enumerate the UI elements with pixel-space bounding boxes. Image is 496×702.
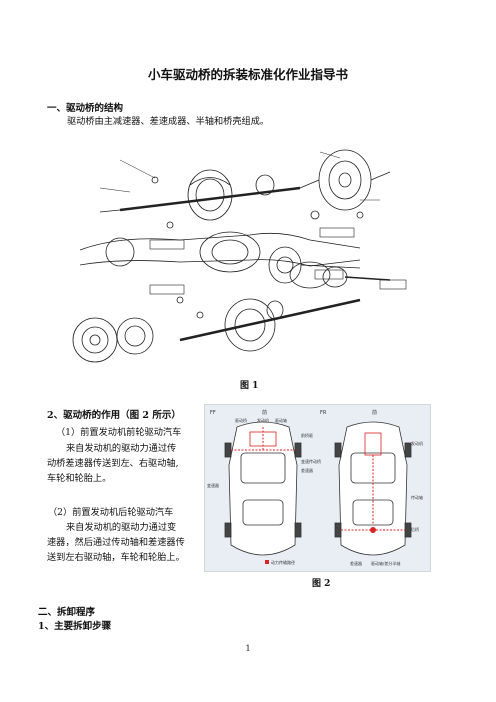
p1-line-2: 动桥差速器传送到左、右驱动轴, [47,458,179,469]
fig2-fr-label: FR [320,410,327,416]
figure2-caption: 图 2 [312,579,331,589]
figure2-drivetrain-diagram: FF FR 前 前 驱动桥 发动机 驱动轴 前桥驱 变速传动桥 差速器 变速器 [204,404,431,572]
fig2-front2: 前 [372,409,377,416]
section1-text: 驱动桥由主减速器、差速成器、半轴和桥壳组成。 [67,116,270,127]
fig2-propeller: 传动轴 [411,494,423,500]
fig2-drive-axle1: 驱动轴 [275,417,287,423]
p2-line-1: 来自发动机的驱动力通过变 [66,522,177,533]
fig2-legend: 动力传输路径 [271,559,295,565]
fig2-front1: 前 [262,409,267,416]
page-number: 1 [245,644,251,653]
fig2-diff1: 差速器 [301,467,313,473]
fig2-rear-axle: 后桥 [411,526,419,532]
section3-subheading: 1、主要拆卸步骤 [38,621,112,632]
p1-line-3: 车轮和轮胎上。 [47,473,112,484]
fig2-axle-shaft: 驱动轴/差分半轴 [371,560,400,566]
fig2-engine1: 发动机 [257,417,269,423]
p1-title: （1）前置发动机前轮驱动汽车 [56,427,182,438]
p2-line-3: 送到左右驱动轴，车轮和轮胎上。 [47,552,185,563]
page-title: 小车驱动桥的拆装标准化作业指导书 [147,67,348,82]
fig2-diff2: 差速器 [350,560,362,566]
section1-heading: 一、驱动桥的结构 [47,103,124,114]
fig2-drive-shaft: 驱动桥 [235,417,247,423]
fig2-transaxle: 变速传动桥 [301,458,321,464]
figure1-caption: 图 1 [240,381,259,391]
p2-line-2: 速器，然后通过传动轴和差速器传 [47,537,185,548]
p2-title: （2）前置发动机后轮驱动汽车 [48,507,174,518]
section3-heading: 二、拆卸程序 [38,607,96,618]
section2-heading: 2、驱动桥的作用（图 2 所示） [47,410,181,421]
p1-line-1: 来自发动机的驱动力通过传 [66,443,177,454]
fig2-engine2: 发动机 [411,440,423,446]
fig2-transmission: 变速器 [207,482,219,488]
figure1-exploded-drawing [60,140,410,372]
fig2-front-axle: 前桥驱 [301,432,313,438]
fig2-ff-label: FF [210,410,216,416]
